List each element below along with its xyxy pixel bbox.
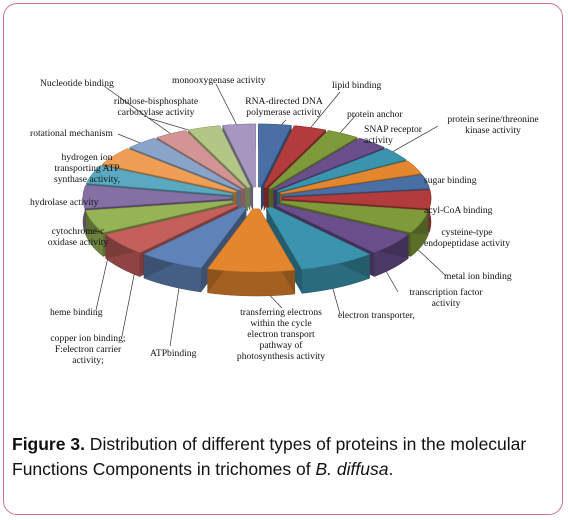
slice-top-8	[280, 200, 429, 233]
leader-line-19	[103, 85, 183, 143]
slice-top-10	[265, 206, 371, 270]
slice-top-9	[275, 203, 410, 253]
species-name: B. diffusa	[315, 459, 389, 479]
label-monooxygenase: monooxygenase activity	[172, 75, 266, 86]
label-heme-binding: heme binding	[50, 307, 103, 318]
figure-caption: Figure 3. Distribution of different type…	[12, 432, 552, 482]
label-transferring-electrons: transferring electrons within the cycle …	[236, 307, 326, 362]
slice-top-0	[258, 123, 292, 188]
label-copper-ion-binding: copper ion binding; F:electron carrier a…	[50, 333, 126, 366]
label-transcription-factor: transcription factor activity	[409, 287, 483, 309]
slice-top-12	[143, 206, 247, 269]
label-lipid-binding: lipid binding	[332, 80, 382, 91]
slice-top-11	[207, 208, 296, 273]
slice-top-1	[263, 125, 327, 188]
slice-top-3	[272, 137, 385, 191]
caption-text: Distribution of different types of prote…	[12, 434, 527, 479]
slice-top-7	[282, 189, 432, 209]
slice-top-18	[129, 137, 242, 191]
slice-10	[265, 206, 371, 294]
slice-top-13	[104, 203, 239, 253]
slice-top-21	[222, 123, 256, 188]
slice-top-5	[279, 160, 422, 195]
label-rotational-mechanism: rotational mechanism	[30, 128, 113, 139]
label-atp-binding: ATPbinding	[150, 348, 197, 359]
slice-top-16	[86, 165, 234, 196]
label-ribulose-bisphosphate: ribulose-bisphosphate carboxylase activi…	[113, 96, 199, 118]
slice-top-14	[85, 200, 234, 233]
label-sugar-binding: sugar binding	[424, 175, 477, 186]
label-snap-receptor: SNAP receptor activity	[364, 124, 422, 146]
pie-slices	[82, 123, 432, 297]
label-electron-transporter: electron transporter,	[338, 310, 415, 321]
label-cytochrome-c-oxidase: cytochrome-c oxidase activity	[47, 226, 109, 248]
label-metal-ion-binding: metal ion binding	[444, 271, 512, 282]
slice-top-15	[82, 184, 232, 209]
label-rna-directed-dna-polymerase: RNA-directed DNA polymerase activity	[245, 96, 323, 118]
caption-end: .	[388, 459, 394, 479]
label-protein-serine-threonine-kinase: protein serine/threonine kinase activity	[447, 114, 539, 136]
slice-top-19	[156, 130, 246, 189]
slice-top-2	[268, 130, 358, 189]
pie-chart	[82, 83, 447, 347]
label-hydrogen-ion-transporting: hydrogen ion transporting ATP synthase a…	[54, 152, 120, 185]
label-cysteine-type-endopeptidase: cysteine-type endopeptidase activity	[423, 227, 511, 249]
label-hydrolase-activity: hydrolase activity	[30, 197, 99, 208]
label-nucleotide-binding: Nucleotide binding	[40, 78, 114, 89]
label-protein-anchor: protein anchor	[347, 109, 403, 120]
slice-top-6	[281, 174, 430, 197]
slice-top-17	[101, 148, 238, 193]
slice-top-4	[276, 148, 407, 193]
label-acyl-coa-binding: acyl-CoA binding	[424, 205, 493, 216]
slice-11	[207, 208, 296, 297]
slice-top-20	[187, 125, 251, 188]
figure-label: Figure 3.	[12, 434, 85, 454]
